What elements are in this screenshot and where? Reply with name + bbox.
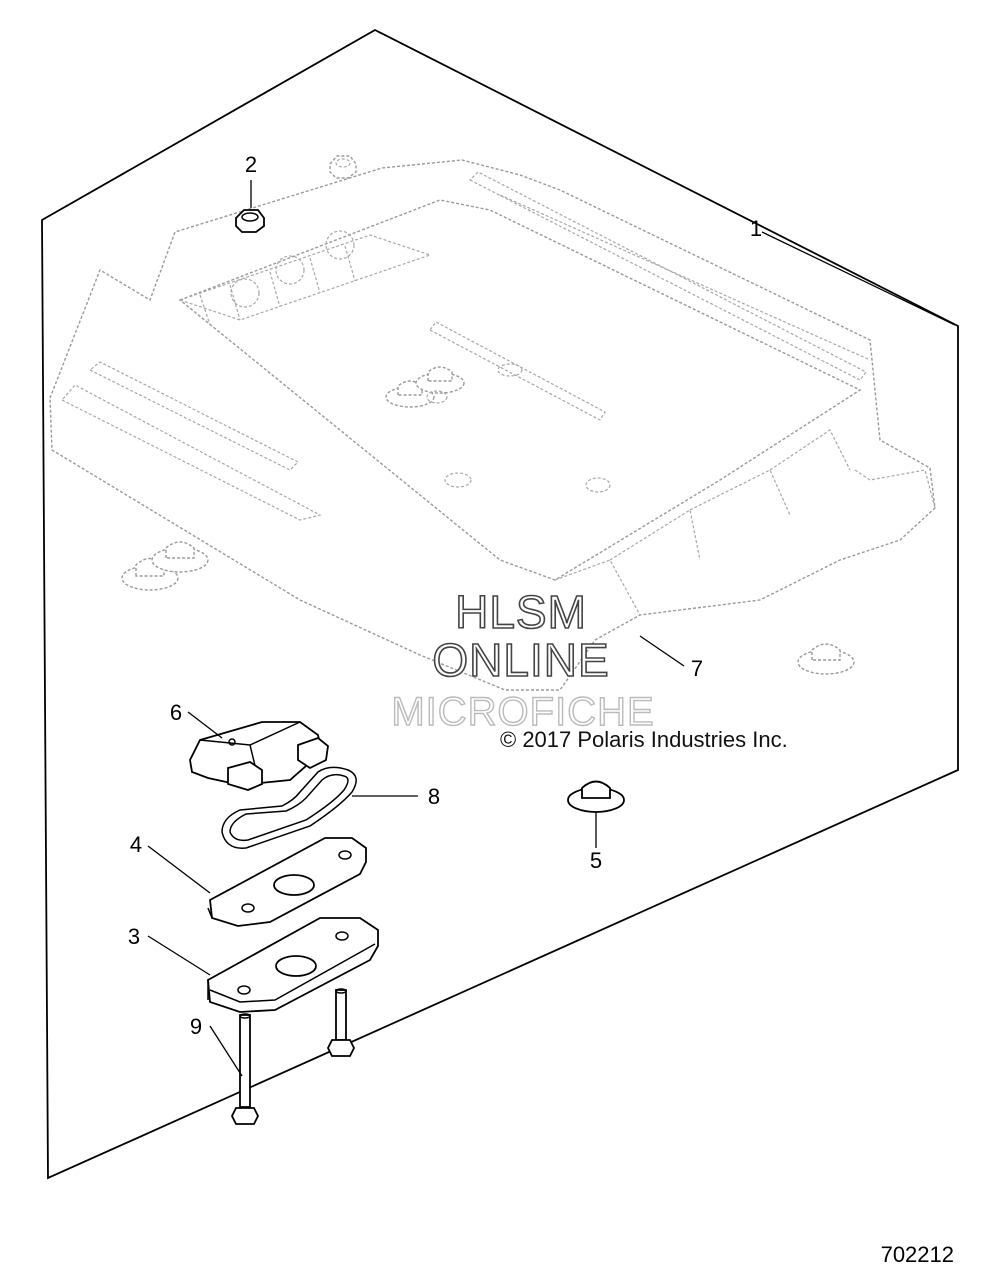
nut-part: [235, 155, 357, 233]
tray-part: [49, 159, 936, 691]
callout-4: 4: [130, 832, 142, 857]
callout-7: 7: [691, 656, 703, 681]
watermark: HLSM ONLINE MICROFICHE: [391, 585, 655, 735]
latch-part: [189, 721, 329, 791]
callout-2: 2: [245, 152, 257, 177]
kit-boundary: [41, 28, 959, 1180]
copyright-text: © 2017 Polaris Industries Inc.: [500, 727, 788, 752]
seal-part: [221, 766, 357, 849]
plate-part: [207, 837, 367, 927]
push-rivet-part: [121, 366, 855, 813]
thick-plate-part: [207, 917, 379, 1013]
callout-1: 1: [750, 216, 762, 241]
callout-3: 3: [128, 924, 140, 949]
watermark-line-3: MICROFICHE: [391, 690, 654, 734]
watermark-line-2: ONLINE: [432, 634, 609, 686]
leader-lines: [147, 180, 956, 1077]
watermark-line-1: HLSM: [455, 586, 587, 638]
callout-8: 8: [428, 784, 440, 809]
bolt-part: [230, 988, 356, 1125]
callout-9: 9: [190, 1014, 202, 1039]
callout-5: 5: [590, 848, 602, 873]
figure-number: 702212: [881, 1242, 954, 1267]
callout-6: 6: [170, 700, 182, 725]
